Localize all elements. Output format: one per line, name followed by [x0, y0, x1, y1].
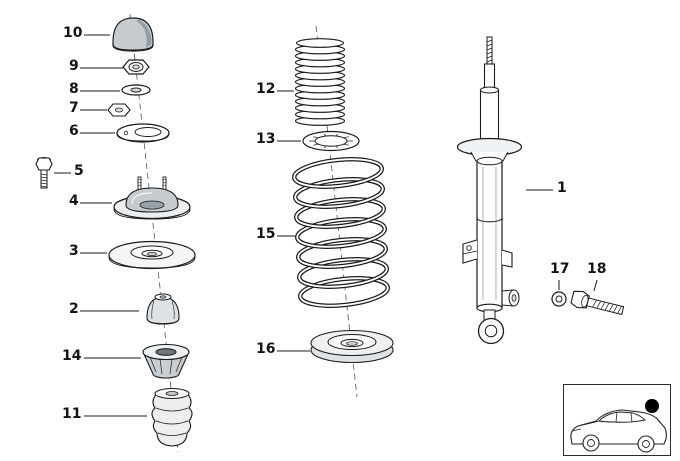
part-7-nut-graphic — [107, 103, 131, 117]
part-callout-3[interactable]: 3 — [69, 243, 79, 259]
part-callout-5[interactable]: 5 — [74, 163, 84, 179]
part-callout-4[interactable]: 4 — [69, 193, 79, 209]
part-callout-1[interactable]: 1 — [557, 180, 567, 196]
part-8-washer-graphic — [121, 84, 151, 96]
part-callout-8[interactable]: 8 — [69, 81, 79, 97]
part-callout-2[interactable]: 2 — [69, 301, 79, 317]
part-callout-17[interactable]: 17 — [550, 261, 570, 277]
part-callout-7[interactable]: 7 — [69, 100, 79, 116]
part-16-spring-seat-graphic — [310, 329, 394, 364]
part-2-rubber-mount-graphic — [146, 293, 180, 325]
part-callout-12[interactable]: 12 — [256, 81, 276, 97]
part-3-spring-plate-graphic — [108, 240, 196, 270]
part-callout-10[interactable]: 10 — [63, 25, 83, 41]
part-10-cap-graphic — [112, 17, 154, 52]
part-callout-18[interactable]: 18 — [587, 261, 607, 277]
car-position-inset — [563, 384, 671, 456]
part-callout-15[interactable]: 15 — [256, 226, 276, 242]
part-callout-9[interactable]: 9 — [69, 58, 79, 74]
part-5-screw-graphic — [35, 157, 53, 189]
part-15-coil-spring-graphic — [292, 157, 390, 308]
part-18-bolt-graphic — [570, 290, 625, 316]
part-callout-11[interactable]: 11 — [62, 406, 82, 422]
position-marker-dot — [645, 399, 659, 413]
part-17-washer-graphic — [551, 291, 567, 307]
part-6-ring-graphic — [116, 123, 170, 143]
part-11-bump-stop-graphic — [151, 388, 193, 447]
part-4-support-bearing-graphic — [113, 176, 191, 220]
axis-left-column — [129, 13, 179, 453]
part-callout-13[interactable]: 13 — [256, 131, 276, 147]
part-callout-16[interactable]: 16 — [256, 341, 276, 357]
leader-line-18 — [593, 279, 598, 292]
part-13-ring-graphic — [302, 130, 360, 152]
part-9-nut-graphic — [122, 59, 150, 75]
leader-lines — [54, 34, 598, 417]
car-icon — [570, 409, 667, 453]
part-callout-6[interactable]: 6 — [69, 123, 79, 139]
part-callout-14[interactable]: 14 — [62, 348, 82, 364]
part-12-dust-boot-graphic — [294, 38, 346, 126]
part-14-support-cup-graphic — [142, 343, 190, 379]
part-1-shock-absorber-graphic — [456, 36, 523, 345]
